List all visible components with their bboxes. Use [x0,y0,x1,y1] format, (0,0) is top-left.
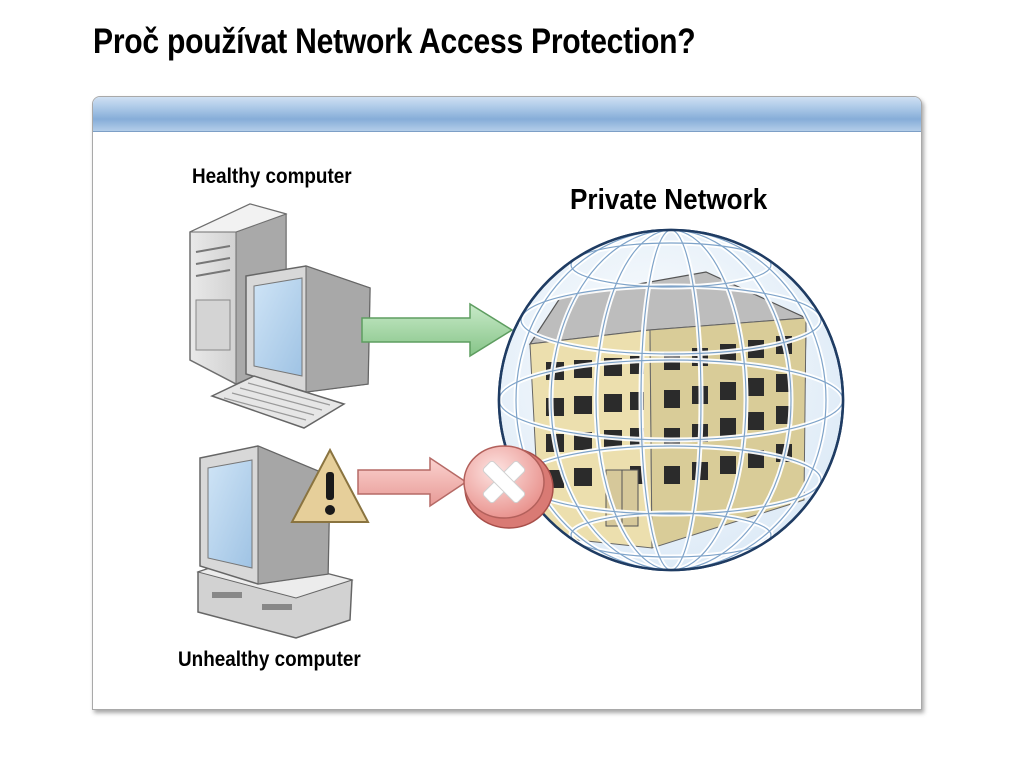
private-network-label: Private Network [570,184,768,216]
slide-title: Proč používat Network Access Protection? [93,22,696,61]
allow-arrow-icon [361,302,514,358]
unhealthy-computer-icon [196,445,354,639]
panel-header-bar [93,97,921,132]
deny-arrow-icon [357,456,468,508]
red-x-circle-icon [463,445,554,529]
building-in-globe-icon [497,228,845,572]
healthy-computer-label: Healthy computer [192,165,352,188]
unhealthy-computer-label: Unhealthy computer [178,648,361,671]
healthy-computer-icon [189,203,371,429]
warning-triangle-icon [290,447,370,523]
